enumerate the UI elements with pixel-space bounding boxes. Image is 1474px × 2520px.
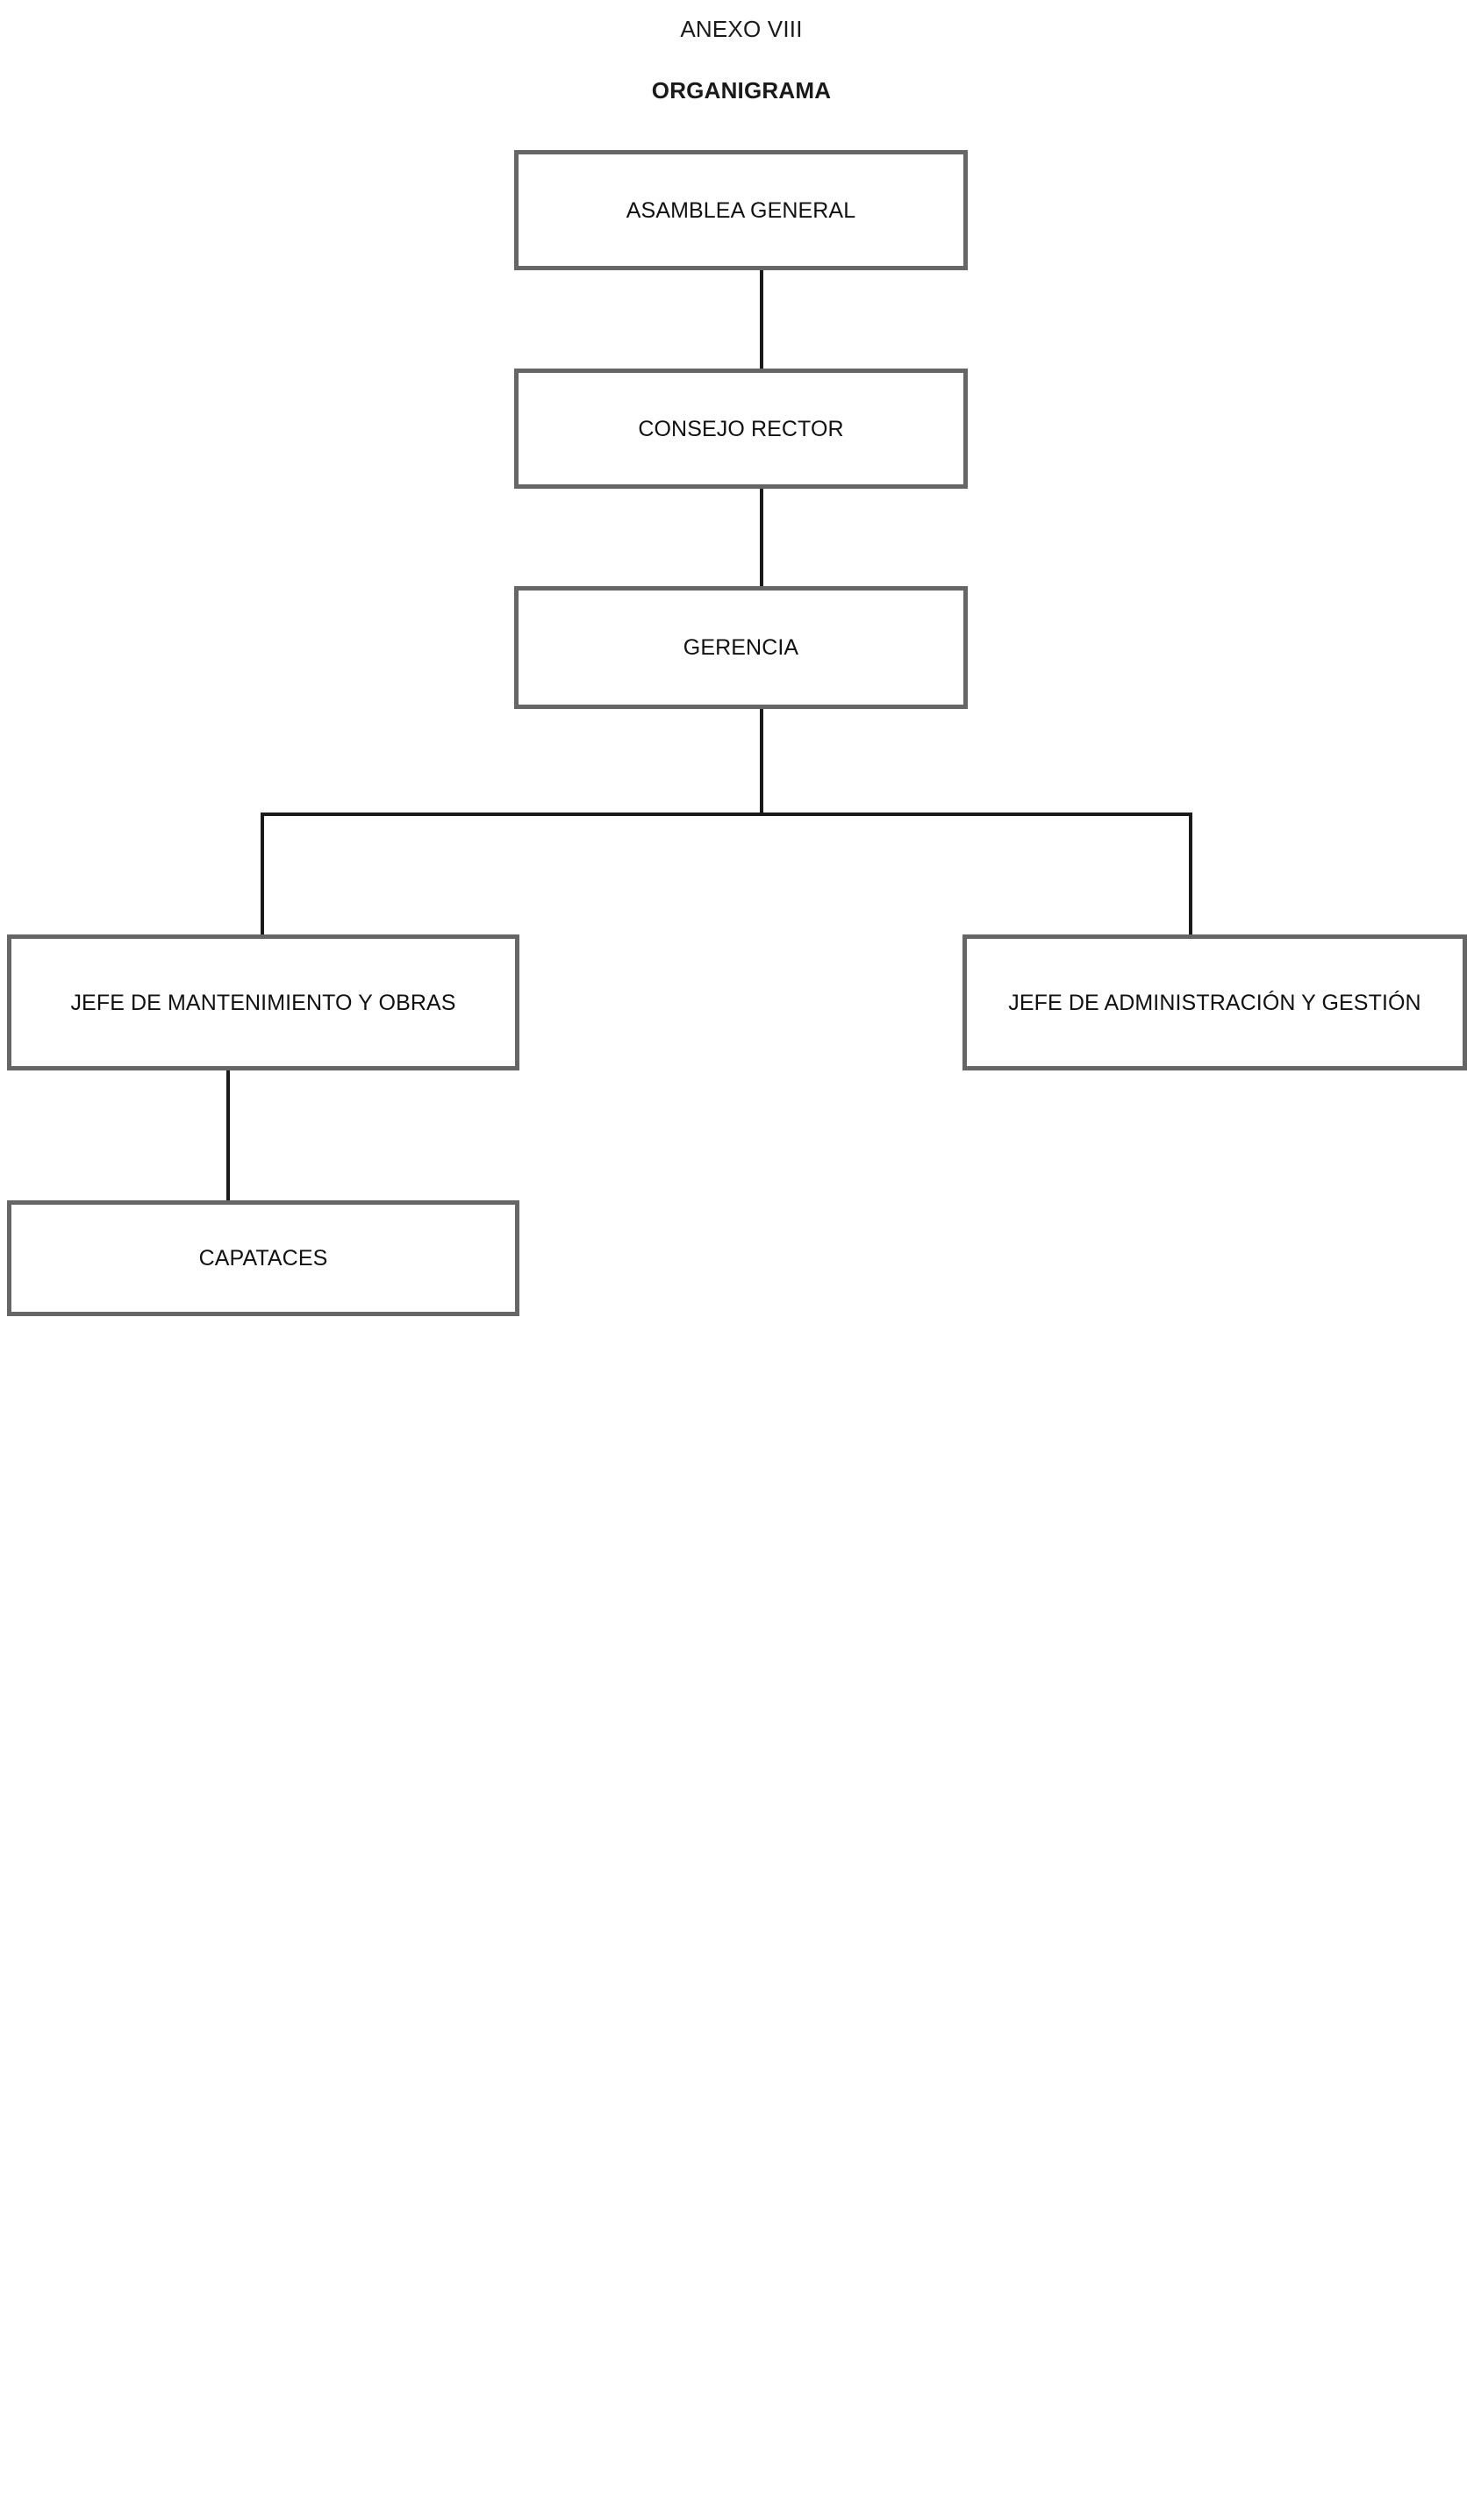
org-node-label: ASAMBLEA GENERAL bbox=[626, 197, 856, 223]
org-node-label: CAPATACES bbox=[198, 1246, 328, 1271]
page-title: ORGANIGRAMA bbox=[651, 77, 832, 104]
org-node-asamblea-general[interactable]: ASAMBLEA GENERAL bbox=[514, 150, 968, 270]
org-node-consejo-rector[interactable]: CONSEJO RECTOR bbox=[514, 369, 968, 489]
org-node-capataces[interactable]: CAPATACES bbox=[7, 1200, 519, 1316]
connector-asamblea-to-consejo bbox=[760, 268, 763, 370]
org-node-label: GERENCIA bbox=[683, 635, 799, 660]
connector-gerencia-to-bus bbox=[760, 707, 763, 816]
connector-mantenimiento-to-capataces bbox=[226, 1069, 230, 1202]
org-node-jefe-mantenimiento-obras[interactable]: JEFE DE MANTENIMIENTO Y OBRAS bbox=[7, 934, 519, 1070]
connector-bus-to-mantenimiento bbox=[261, 813, 264, 936]
connector-horizontal-bus bbox=[261, 813, 1192, 816]
connector-consejo-to-gerencia bbox=[760, 487, 763, 588]
org-node-label: CONSEJO RECTOR bbox=[638, 416, 844, 441]
org-node-label: JEFE DE MANTENIMIENTO Y OBRAS bbox=[70, 990, 456, 1015]
org-node-gerencia[interactable]: GERENCIA bbox=[514, 586, 968, 709]
org-node-jefe-administracion-gestion[interactable]: JEFE DE ADMINISTRACIÓN Y GESTIÓN bbox=[962, 934, 1467, 1070]
connector-bus-to-administracion bbox=[1189, 813, 1192, 936]
annex-label: ANEXO VIII bbox=[680, 16, 803, 42]
org-node-label: JEFE DE ADMINISTRACIÓN Y GESTIÓN bbox=[1008, 990, 1421, 1015]
